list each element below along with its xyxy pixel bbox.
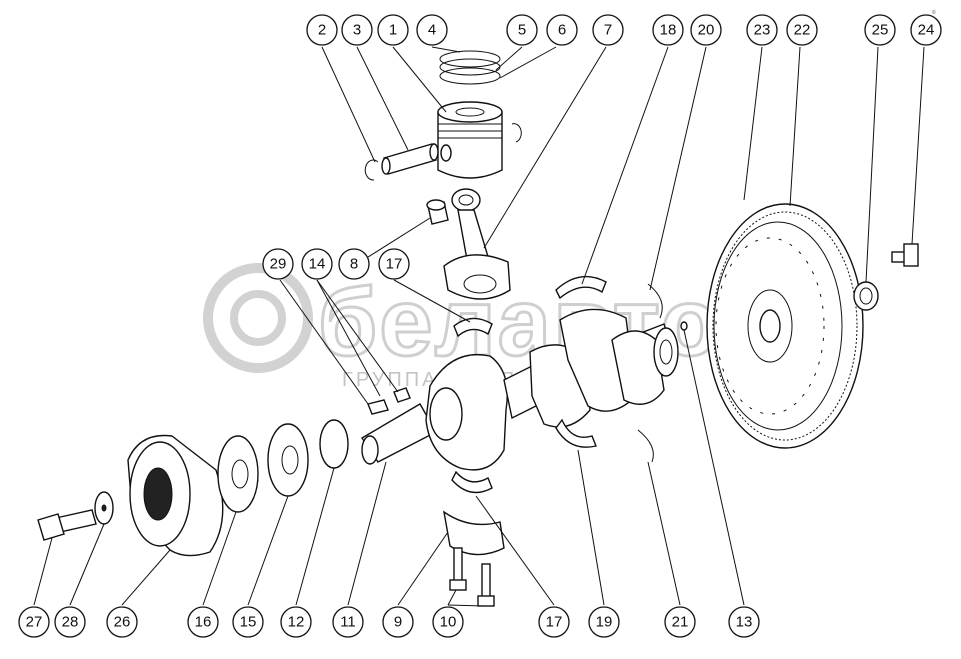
callout-label: 21 xyxy=(672,614,689,631)
small-end-bushing xyxy=(426,199,449,225)
flywheel-bolt xyxy=(891,243,919,267)
callout-14: 14 xyxy=(301,248,333,280)
callout-label: 27 xyxy=(26,614,43,631)
callout-label: 19 xyxy=(596,614,613,631)
connecting-rod xyxy=(443,188,511,300)
gear-15 xyxy=(267,423,309,497)
snap-ring-right xyxy=(511,123,522,143)
rear-oil-seal xyxy=(853,281,879,311)
main-bearing-upper-shell xyxy=(555,275,607,300)
callout-label: 28 xyxy=(62,614,79,631)
callout-10: 10 xyxy=(432,606,464,638)
callout-label: 11 xyxy=(340,614,356,631)
callout-label: 2 xyxy=(318,22,326,39)
callout-label: 8 xyxy=(350,256,358,273)
piston xyxy=(437,101,503,179)
callout-label: 29 xyxy=(270,256,287,273)
callout-label: 5 xyxy=(518,22,526,39)
thrust-ring-lower xyxy=(637,429,654,463)
callout-3: 3 xyxy=(341,14,373,46)
callout-15: 15 xyxy=(232,606,264,638)
callout-label: 1 xyxy=(389,22,397,39)
woodruff-key-29 xyxy=(367,399,389,415)
callout-label: 23 xyxy=(754,22,771,39)
callout-label: 18 xyxy=(660,22,677,39)
callout-label: 10 xyxy=(440,614,457,631)
callout-label: 22 xyxy=(794,22,811,39)
callout-12: 12 xyxy=(280,606,312,638)
callout-19: 19 xyxy=(588,606,620,638)
callout-9: 9 xyxy=(382,606,414,638)
callout-label: 17 xyxy=(386,256,403,273)
callout-2: 2 xyxy=(306,14,338,46)
callout-4: 4 xyxy=(416,14,448,46)
callout-label: 26 xyxy=(114,614,131,631)
snap-ring-left xyxy=(364,159,379,181)
washer xyxy=(217,435,259,513)
callout-8: 8 xyxy=(338,248,370,280)
callout-label: 9 xyxy=(394,614,402,631)
piston-rings xyxy=(439,50,501,85)
callout-18: 18 xyxy=(652,14,684,46)
callout-label: 20 xyxy=(698,22,715,39)
main-bearing-lower-shell xyxy=(555,418,597,448)
callout-16: 16 xyxy=(187,606,219,638)
dowel-pin xyxy=(680,321,688,331)
crankshaft xyxy=(361,308,679,471)
callout-label: 3 xyxy=(353,22,361,39)
callout-20: 20 xyxy=(690,14,722,46)
callout-23: 23 xyxy=(746,14,778,46)
callout-label: 6 xyxy=(558,22,566,39)
callout-label: 17 xyxy=(546,614,563,631)
piston-pin xyxy=(381,143,439,175)
callout-29: 29 xyxy=(262,248,294,280)
pulley-bolt xyxy=(37,509,97,541)
leader-lines xyxy=(33,46,925,607)
rod-cap-bolts xyxy=(449,547,495,607)
rod-cap xyxy=(443,510,505,556)
callout-label: 25 xyxy=(872,22,889,39)
rod-bearing-lower-shell xyxy=(451,470,493,494)
callout-27: 27 xyxy=(18,606,50,638)
callout-13: 13 xyxy=(728,606,760,638)
callout-label: 24 xyxy=(918,22,935,39)
flywheel xyxy=(706,203,864,449)
callout-6: 6 xyxy=(546,14,578,46)
callout-11: 11 xyxy=(332,606,364,638)
callout-1: 1 xyxy=(377,14,409,46)
callout-label: 13 xyxy=(736,614,753,631)
callout-25: 25 xyxy=(864,14,896,46)
callout-17-lower: 17 xyxy=(538,606,570,638)
callout-label: 15 xyxy=(240,614,257,631)
callout-label: 4 xyxy=(428,22,436,39)
callout-7: 7 xyxy=(592,14,624,46)
callout-28: 28 xyxy=(54,606,86,638)
crankshaft-pulley xyxy=(127,434,224,557)
callout-26: 26 xyxy=(106,606,138,638)
callout-5: 5 xyxy=(506,14,538,46)
callout-label: 14 xyxy=(309,256,326,273)
callout-17-upper: 17 xyxy=(378,248,410,280)
callout-22: 22 xyxy=(786,14,818,46)
corner-mark: © xyxy=(932,9,936,16)
callout-label: 12 xyxy=(288,614,305,631)
gear-12 xyxy=(319,419,349,469)
callout-21: 21 xyxy=(664,606,696,638)
bolt-washer xyxy=(94,491,114,525)
callout-24: 24 xyxy=(910,14,942,46)
callout-label: 16 xyxy=(195,614,212,631)
callout-label: 7 xyxy=(604,22,612,39)
